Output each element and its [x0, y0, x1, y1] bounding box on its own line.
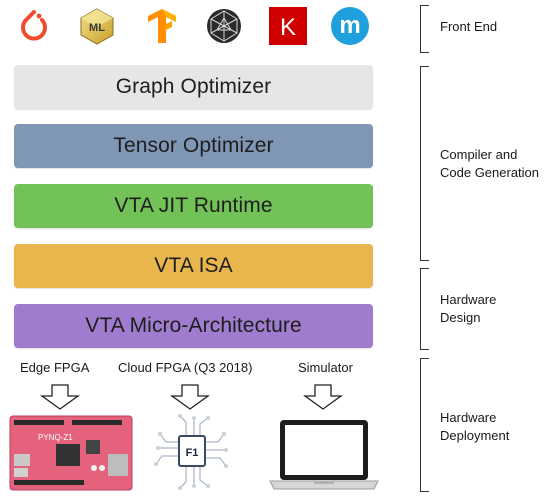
- bracket-deployment: [420, 358, 429, 492]
- pytorch-icon: [14, 6, 54, 46]
- svg-text:m: m: [339, 12, 360, 39]
- layer-tensor-optimizer: Tensor Optimizer: [14, 124, 373, 168]
- onnx-m-icon: m: [330, 6, 370, 46]
- bracket-compiler: [420, 66, 429, 261]
- target-label-edge-fpga: Edge FPGA: [20, 360, 90, 375]
- layer-vta-jit-runtime: VTA JIT Runtime: [14, 184, 373, 228]
- group-label-compiler-line2: Code Generation: [440, 165, 540, 180]
- coreml-icon: ML: [77, 6, 117, 46]
- mxnet-geodesic-icon: [204, 6, 244, 46]
- group-label-deployment-line1: Hardware: [440, 410, 497, 425]
- laptop-icon: [269, 420, 379, 490]
- arrow-down-edge-icon: [40, 384, 80, 410]
- layer-graph-optimizer: Graph Optimizer: [14, 65, 373, 109]
- group-label-hardware-line2: Design: [440, 310, 481, 325]
- layer-vta-isa: VTA ISA: [14, 244, 373, 288]
- target-label-simulator: Simulator: [298, 360, 353, 375]
- arrow-down-cloud-icon: [170, 384, 210, 410]
- bracket-hardware-design: [420, 268, 429, 350]
- group-label-deployment-line2: Deployment: [440, 428, 510, 443]
- group-label-front-end: Front End: [440, 19, 498, 34]
- svg-text:F1: F1: [186, 447, 199, 459]
- f1-chip-icon: F1: [154, 414, 228, 490]
- svg-text:PYNQ-Z1: PYNQ-Z1: [38, 433, 73, 442]
- tensorflow-icon: [142, 6, 182, 46]
- keras-icon: K: [268, 6, 308, 46]
- target-label-cloud-fpga: Cloud FPGA (Q3 2018): [118, 360, 253, 375]
- svg-text:K: K: [280, 14, 296, 41]
- bracket-front-end: [420, 5, 429, 53]
- layer-vta-micro-architecture: VTA Micro-Architecture: [14, 304, 373, 348]
- group-label-compiler-line1: Compiler and: [440, 147, 518, 162]
- group-label-hardware-line1: Hardware: [440, 292, 497, 307]
- arrow-down-simulator-icon: [303, 384, 343, 410]
- pynq-board-icon: PYNQ-Z1: [9, 415, 133, 491]
- svg-text:ML: ML: [89, 22, 105, 34]
